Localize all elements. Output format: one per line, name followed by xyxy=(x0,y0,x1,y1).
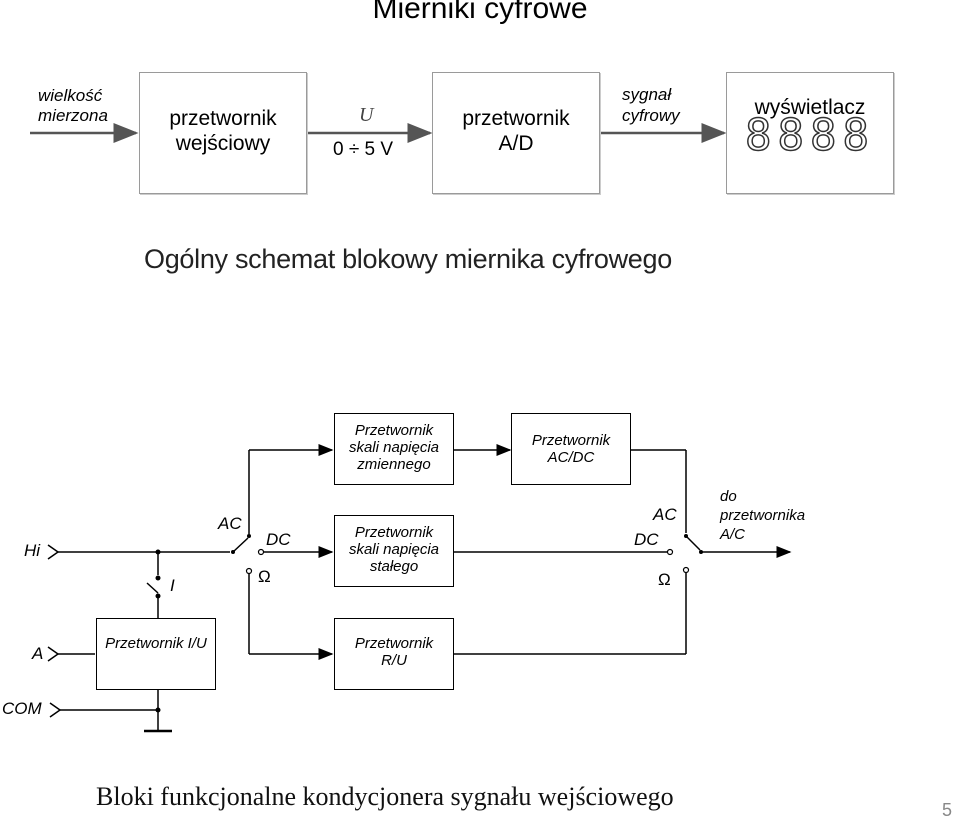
block-ru-label: Przetwornik R/U xyxy=(354,635,434,669)
right-switch-ac-label: AC xyxy=(653,505,677,524)
seven-segment-digits: 8888 xyxy=(744,110,875,161)
block-dc-scale-label: Przetwornik skali napięcia stałego xyxy=(348,524,440,575)
block-iu-label: Przetwornik I/U xyxy=(105,635,207,652)
top-diagram-caption: Ogólny schemat blokowy miernika cyfroweg… xyxy=(144,244,672,274)
page-number: 5 xyxy=(942,800,953,820)
digital-signal-label: sygnał cyfrowy xyxy=(622,85,680,125)
input-a-label: A xyxy=(32,644,44,663)
left-switch-ac-label: AC xyxy=(218,514,242,533)
block-dc-scale: Przetwornik skali napięcia stałego xyxy=(334,515,454,587)
left-switch-ohm-label: Ω xyxy=(258,567,271,586)
signal-u-label: U xyxy=(359,104,374,126)
block-display: wyświetlacz 8888 xyxy=(726,72,894,194)
block-acdc: Przetwornik AC/DC xyxy=(511,413,631,485)
block-ad-converter-label: przetwornik A/D xyxy=(462,107,570,155)
switch-i-label: I xyxy=(170,576,175,595)
block-ru: Przetwornik R/U xyxy=(334,618,454,690)
bottom-diagram-caption: Bloki funkcjonalne kondycjonera sygnału … xyxy=(96,782,674,811)
block-input-transducer: przetwornik wejściowy xyxy=(139,72,307,194)
left-switch-dc-label: DC xyxy=(266,530,291,549)
output-label: do przetwornika A/C xyxy=(720,488,806,543)
right-switch-dc-label: DC xyxy=(634,530,659,549)
input-quantity-label: wielkość mierzona xyxy=(38,86,108,125)
block-iu: Przetwornik I/U xyxy=(96,618,216,690)
input-hi-label: Hi xyxy=(24,541,41,560)
block-ac-scale: Przetwornik skali napięcia zmiennego xyxy=(334,413,454,485)
block-ad-converter: przetwornik A/D xyxy=(432,72,600,194)
right-switch-ohm-label: Ω xyxy=(658,570,671,589)
page-title: Mierniki cyfrowe xyxy=(372,0,588,25)
block-input-transducer-label: przetwornik wejściowy xyxy=(169,107,277,155)
block-display-label: wyświetlacz xyxy=(754,96,866,119)
block-ac-scale-label: Przetwornik skali napięcia zmiennego xyxy=(348,422,440,473)
signal-range-label: 0 ÷ 5 V xyxy=(333,139,394,160)
input-com-label: COM xyxy=(2,699,42,718)
block-acdc-label: Przetwornik AC/DC xyxy=(531,432,611,466)
